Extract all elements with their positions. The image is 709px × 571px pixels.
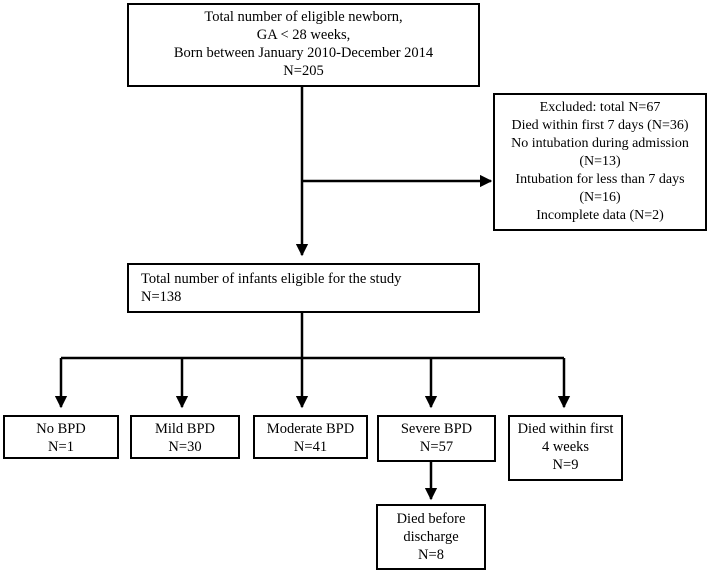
eligible-newborn-line-3: Born between January 2010-December 2014 [173, 45, 434, 61]
excluded-line-6: (N=16) [579, 190, 621, 205]
mild-bpd-count: N=30 [168, 439, 202, 455]
severe-bpd-label: Severe BPD [400, 421, 473, 437]
excluded-line-5: Intubation for less than 7 days [515, 172, 685, 187]
severe-bpd-box: Severe BPD N=57 [377, 415, 496, 462]
died-first-4-weeks-line-1: Died within first [517, 421, 614, 437]
excluded-line-1: Excluded: total N=67 [539, 100, 661, 115]
died-before-discharge-box: Died before discharge N=8 [376, 504, 486, 570]
eligible-newborn-line-1: Total number of eligible newborn, [204, 9, 403, 25]
eligible-newborn-box: Total number of eligible newborn, GA < 2… [127, 3, 480, 87]
severe-bpd-count: N=57 [419, 439, 454, 455]
no-bpd-count: N=1 [48, 439, 74, 455]
eligible-newborn-line-4: N=205 [283, 63, 324, 79]
moderate-bpd-label: Moderate BPD [266, 421, 355, 437]
study-infants-box: Total number of infants eligible for the… [127, 263, 480, 313]
excluded-line-7: Incomplete data (N=2) [536, 208, 664, 223]
died-first-4-weeks-box: Died within first 4 weeks N=9 [508, 415, 623, 481]
moderate-bpd-count: N=41 [293, 439, 328, 455]
died-before-discharge-line-1: Died before [396, 511, 466, 527]
mild-bpd-box: Mild BPD N=30 [130, 415, 240, 459]
excluded-line-3: No intubation during admission [511, 136, 689, 151]
study-infants-line-1: Total number of infants eligible for the… [141, 271, 402, 287]
died-before-discharge-count: N=8 [418, 547, 444, 563]
died-before-discharge-line-2: discharge [403, 529, 459, 545]
excluded-line-4: (N=13) [579, 154, 621, 169]
no-bpd-label: No BPD [36, 421, 86, 437]
excluded-box: Excluded: total N=67 Died within first 7… [493, 93, 707, 231]
mild-bpd-label: Mild BPD [154, 421, 216, 437]
excluded-line-2: Died within first 7 days (N=36) [511, 118, 689, 133]
died-first-4-weeks-line-2: 4 weeks [541, 439, 590, 455]
eligible-newborn-line-2: GA < 28 weeks, [256, 27, 351, 43]
no-bpd-box: No BPD N=1 [3, 415, 119, 459]
study-infants-line-2: N=138 [141, 289, 182, 305]
moderate-bpd-box: Moderate BPD N=41 [253, 415, 368, 459]
died-first-4-weeks-count: N=9 [552, 457, 579, 473]
